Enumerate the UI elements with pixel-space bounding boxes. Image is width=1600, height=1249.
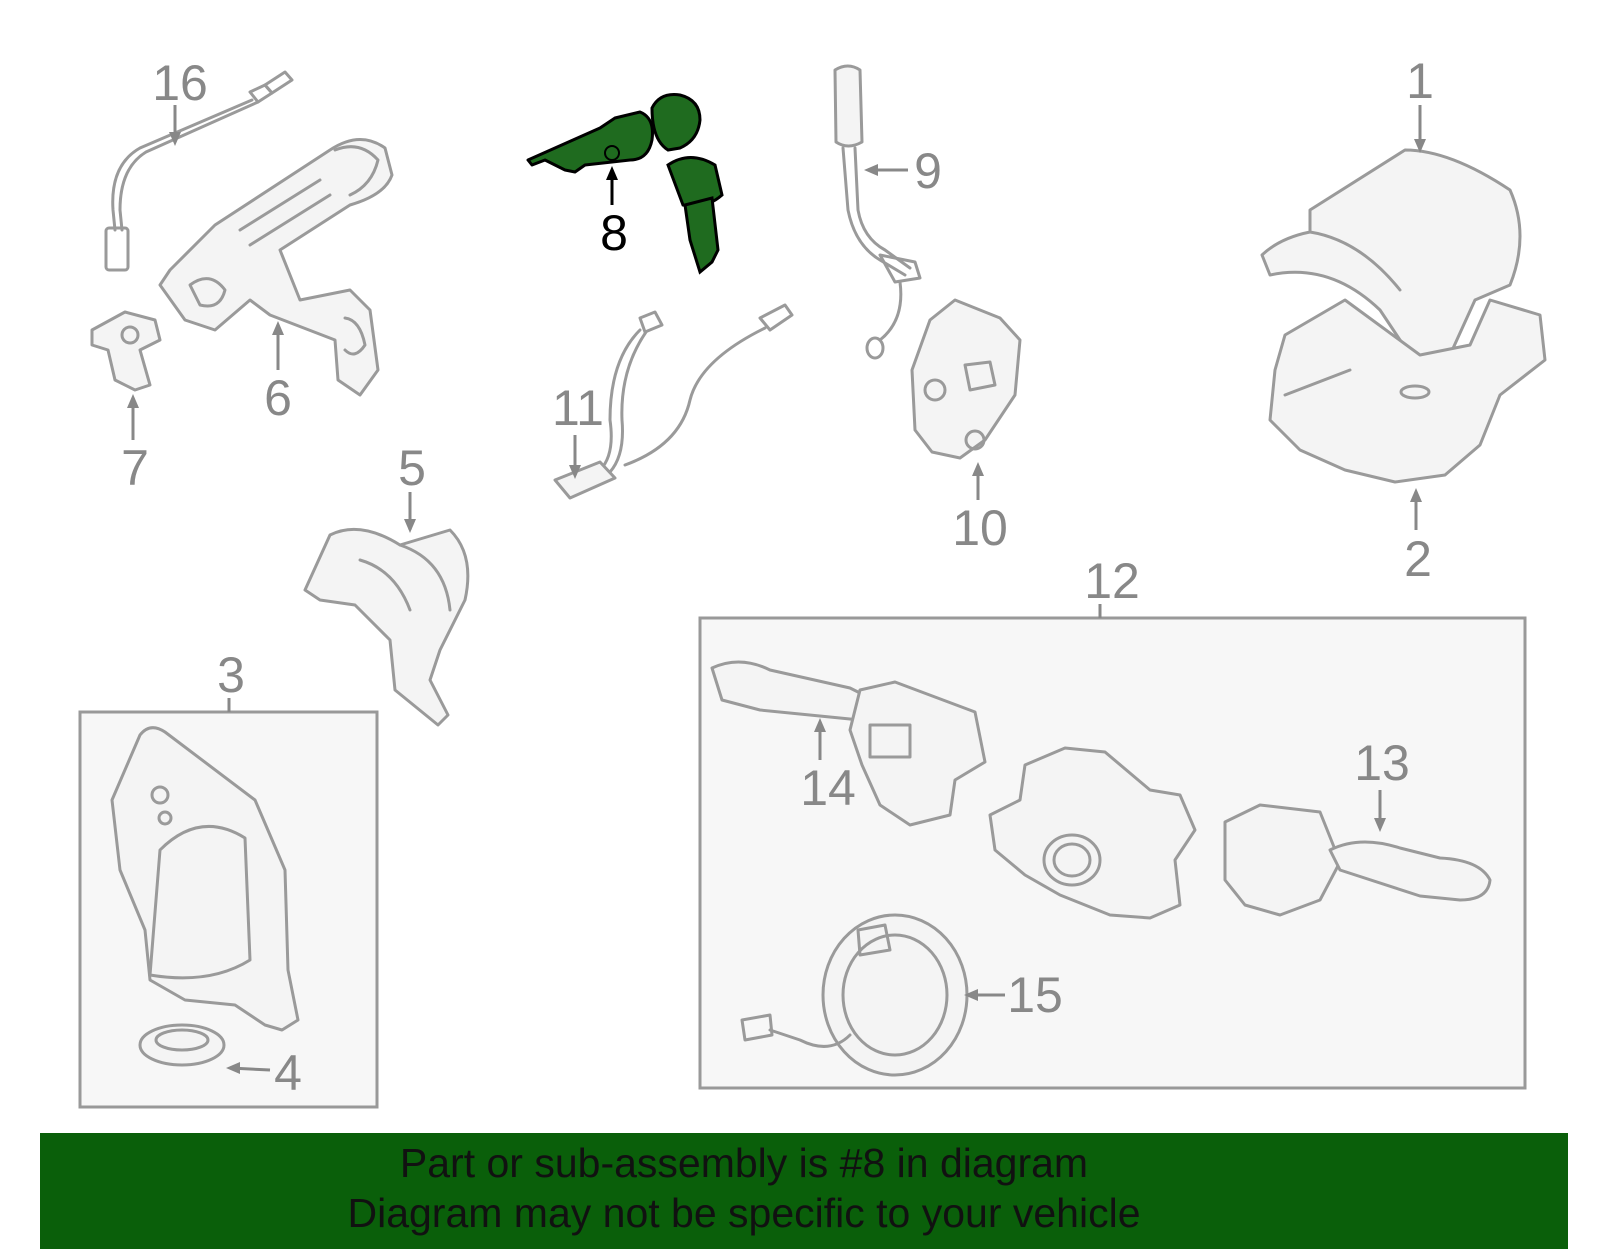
part-2-lower-cover [1268,298,1547,484]
leaders [127,105,1426,1074]
arrow-8 [606,166,618,180]
callout-12: 12 [1084,553,1140,609]
callout-14: 14 [800,760,856,816]
part-5-shroud [303,527,470,727]
info-banner: Part or sub-assembly is #8 in diagram Di… [40,1133,1568,1249]
banner-line-1: Part or sub-assembly is #8 in diagram [399,1140,1089,1186]
callout-1: 1 [1406,53,1434,109]
part-3-boot [110,726,300,1032]
callout-16: 16 [152,55,208,111]
callout-8: 8 [600,205,628,261]
callout-4: 4 [274,1045,302,1101]
callout-2: 2 [1404,531,1432,587]
part-12-switch-body [988,746,1197,920]
callout-7: 7 [121,440,149,496]
callout-11: 11 [552,380,604,436]
part-14-combo-switch [710,660,987,827]
callout-3: 3 [217,647,245,703]
part-4-ring [138,1023,226,1067]
part-1-upper-cover [1260,148,1522,357]
callout-10: 10 [952,500,1008,556]
callout-5: 5 [398,440,426,496]
part-6-column-housing [158,138,394,397]
part-11-wire-harness [553,303,794,500]
part-9-lever [833,64,922,360]
callout-13: 13 [1354,735,1410,791]
callout-15: 15 [1007,967,1063,1023]
callout-9: 9 [914,143,942,199]
callout-6: 6 [264,370,292,426]
part-16-wire-harness [104,70,294,272]
part-10-switch-body [910,298,1022,460]
part-7-bracket [90,310,162,392]
banner-line-2: Diagram may not be specific to your vehi… [347,1190,1141,1236]
part-8-key-cylinder-highlighted [526,93,724,275]
part-13-combo-switch [1223,803,1492,917]
